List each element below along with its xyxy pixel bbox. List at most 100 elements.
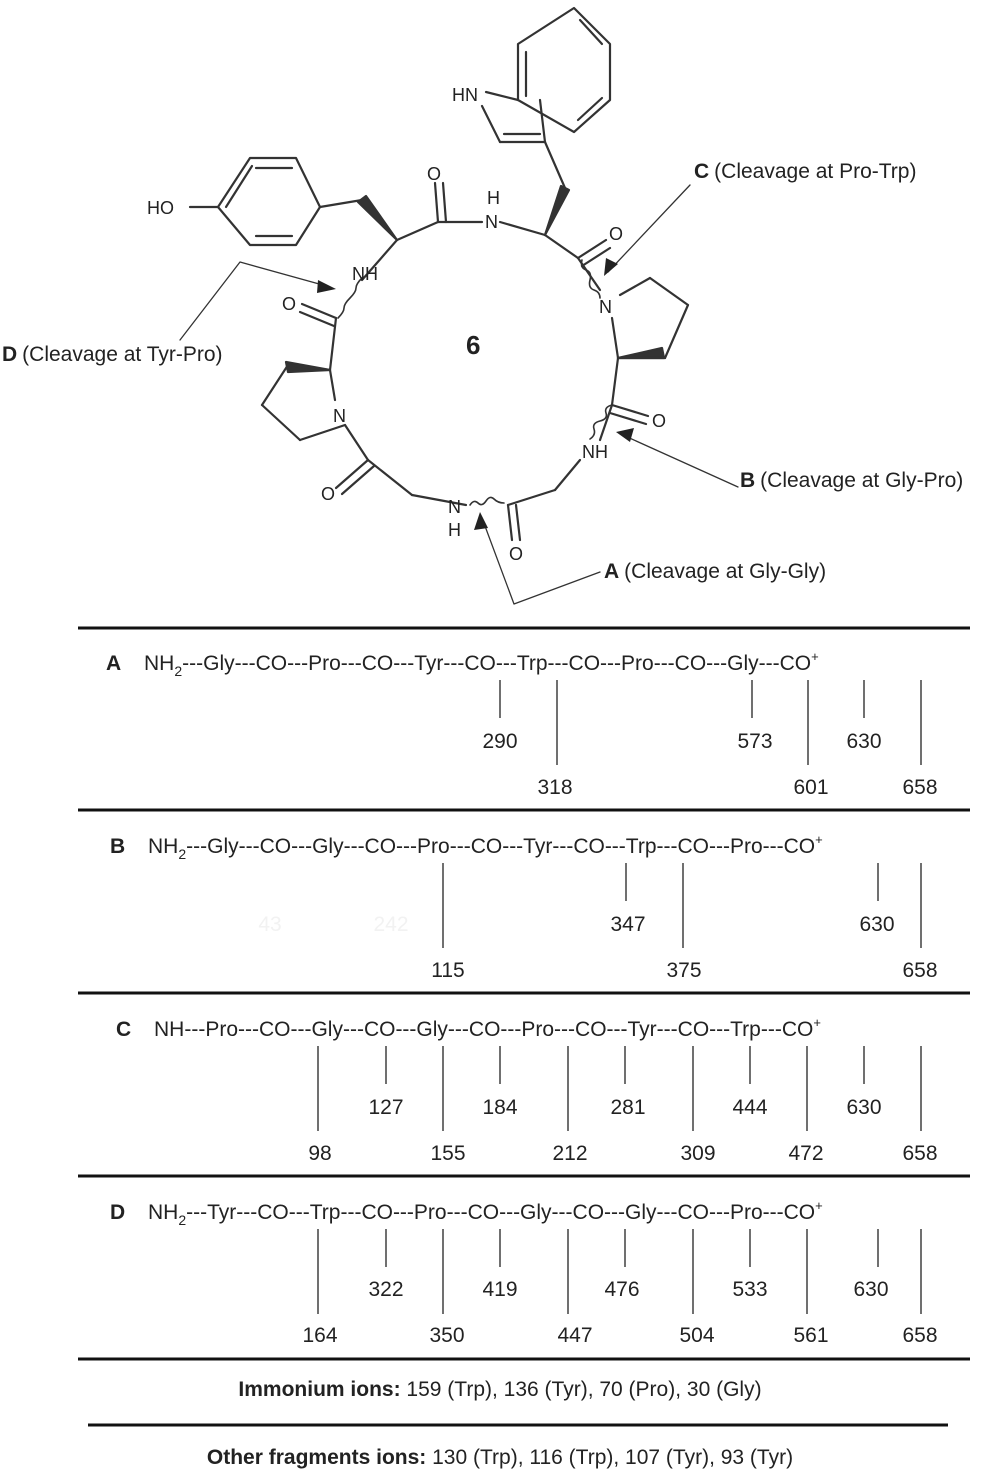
fragment-mass: 322 <box>368 1278 403 1301</box>
cyclic-peptide-structure <box>179 6 739 605</box>
fragment-table <box>78 626 970 1427</box>
callout-b: B(Cleavage at Gly-Pro) <box>740 469 963 492</box>
sequence-chain: NH---Pro---CO---Gly---CO---Gly---CO---Pr… <box>154 1015 821 1041</box>
callouts: C(Cleavage at Pro-Trp) D(Cleavage at Tyr… <box>2 160 963 583</box>
oxygen-label: O <box>609 224 623 244</box>
trp-ch2-bond <box>543 140 567 190</box>
fragment-mass: 290 <box>482 730 517 753</box>
fragment-ticks <box>499 680 922 765</box>
ho-label: HO <box>147 198 174 218</box>
wavy-bond-d <box>337 277 363 319</box>
oxygen-label: O <box>282 294 296 314</box>
fragment-mass: 658 <box>902 1142 937 1165</box>
pro-left-n-label: N <box>333 406 346 426</box>
proline-ring-right <box>616 276 690 360</box>
fragment-mass: 601 <box>793 776 828 799</box>
wavy-bond-a <box>469 496 505 506</box>
fragment-mass: 115 <box>431 959 464 982</box>
fragment-mass: 658 <box>902 776 937 799</box>
faint-fragment-mass: 43 <box>258 913 281 936</box>
fragment-mass: 375 <box>666 959 701 982</box>
tyrosine-ring <box>188 156 322 247</box>
fragment-mass: 630 <box>859 913 894 936</box>
fragment-mass: 164 <box>302 1324 337 1347</box>
fragment-mass: 504 <box>679 1324 714 1347</box>
wavy-bond-c <box>580 259 601 299</box>
fragment-mass: 347 <box>610 913 645 936</box>
sequence-row-b: B NH2---Gly---CO---Gly---CO---Pro---CO--… <box>110 832 938 982</box>
callout-a: A(Cleavage at Gly-Gly) <box>604 560 826 583</box>
sequence-letter: D <box>110 1201 125 1224</box>
pro-right-wedge <box>616 346 666 360</box>
fragment-mass: 212 <box>552 1142 587 1165</box>
fragment-mass: 658 <box>902 959 937 982</box>
oxygen-label: O <box>427 164 441 184</box>
callout-leaders <box>179 184 739 605</box>
fragment-ticks <box>317 1046 922 1131</box>
sequence-row-a: A NH2---Gly---CO---Pro---CO---Tyr---CO--… <box>106 649 938 799</box>
wavy-bond-b <box>589 404 613 440</box>
pro-right-n-label: N <box>599 297 612 317</box>
trp-n-label: N <box>485 212 498 232</box>
indole-benzene-ring <box>516 6 612 134</box>
fragment-mass: 476 <box>604 1278 639 1301</box>
atom-labels: HO HN NH N H N N NH N H O O O O O O 6 <box>147 85 666 564</box>
faint-fragment-mass: 242 <box>373 913 408 936</box>
other-fragments-label: Other fragments ions: <box>206 1446 427 1469</box>
fragment-mass: 630 <box>846 730 881 753</box>
fragment-mass: 184 <box>482 1096 517 1119</box>
oxygen-label: O <box>509 544 523 564</box>
oxygen-label: O <box>652 411 666 431</box>
fragment-mass: 281 <box>610 1096 645 1119</box>
sequence-letter: B <box>110 835 125 858</box>
fragment-mass: 561 <box>793 1324 828 1347</box>
immonium-ions-label: Immonium ions: <box>238 1378 401 1401</box>
callout-d: D(Cleavage at Tyr-Pro) <box>2 343 223 366</box>
callout-arrowheads <box>317 258 634 530</box>
fragment-mass: 155 <box>430 1142 465 1165</box>
sequence-chain: NH2---Tyr---CO---Trp---CO---Pro---CO---G… <box>148 1198 823 1228</box>
sequence-row-c: C NH---Pro---CO---Gly---CO---Gly---CO---… <box>116 1015 938 1165</box>
fragment-mass: 447 <box>557 1324 592 1347</box>
other-fragments-line: Other fragments ions: 130 (Trp), 116 (Tr… <box>0 1446 1000 1470</box>
tyr-ch2-bond <box>318 198 364 209</box>
fragment-mass: 350 <box>429 1324 464 1347</box>
macrocycle-backbone <box>328 220 620 507</box>
fragment-mass: 419 <box>482 1278 517 1301</box>
indole-hn-label: HN <box>452 85 478 105</box>
tyr-nh-label: NH <box>352 264 378 284</box>
fragment-mass: 318 <box>537 776 572 799</box>
fragment-mass: 309 <box>680 1142 715 1165</box>
gly-nh-label: NH <box>582 442 608 462</box>
carbonyl-bonds <box>298 181 650 542</box>
fragment-mass: 127 <box>368 1096 403 1119</box>
sequence-row-d: D NH2---Tyr---CO---Trp---CO---Pro---CO--… <box>110 1198 938 1347</box>
proline-ring-left <box>260 363 347 442</box>
fragment-mass: 630 <box>846 1096 881 1119</box>
fragment-ticks <box>442 863 922 948</box>
sequence-chain: NH2---Gly---CO---Pro---CO---Tyr---CO---T… <box>144 649 819 679</box>
callout-c: C(Cleavage at Pro-Trp) <box>694 160 916 183</box>
fragment-ticks <box>317 1229 922 1314</box>
fragment-mass: 444 <box>732 1096 767 1119</box>
gly-h-label: H <box>448 520 461 540</box>
fragment-mass: 472 <box>788 1142 823 1165</box>
immonium-ions-line: Immonium ions: 159 (Trp), 136 (Tyr), 70 … <box>0 1378 1000 1402</box>
immonium-ions-values: 159 (Trp), 136 (Tyr), 70 (Pro), 30 (Gly) <box>400 1378 762 1401</box>
other-fragments-values: 130 (Trp), 116 (Trp), 107 (Tyr), 93 (Tyr… <box>426 1446 794 1469</box>
indole-pyrrole-ring <box>480 90 547 144</box>
sequence-chain: NH2---Gly---CO---Gly---CO---Pro---CO---T… <box>148 832 823 862</box>
compound-number: 6 <box>466 330 480 360</box>
trp-h-label: H <box>487 188 500 208</box>
sequence-letter: C <box>116 1018 131 1041</box>
sequence-letter: A <box>106 652 121 675</box>
fragment-mass: 658 <box>902 1324 937 1347</box>
tyr-wedge <box>356 194 399 242</box>
trp-wedge <box>543 184 571 237</box>
fragment-mass: 573 <box>737 730 772 753</box>
fragment-mass: 98 <box>308 1142 331 1165</box>
fragment-mass: 630 <box>853 1278 888 1301</box>
fragment-mass: 533 <box>732 1278 767 1301</box>
gly-n-label: N <box>448 497 461 517</box>
